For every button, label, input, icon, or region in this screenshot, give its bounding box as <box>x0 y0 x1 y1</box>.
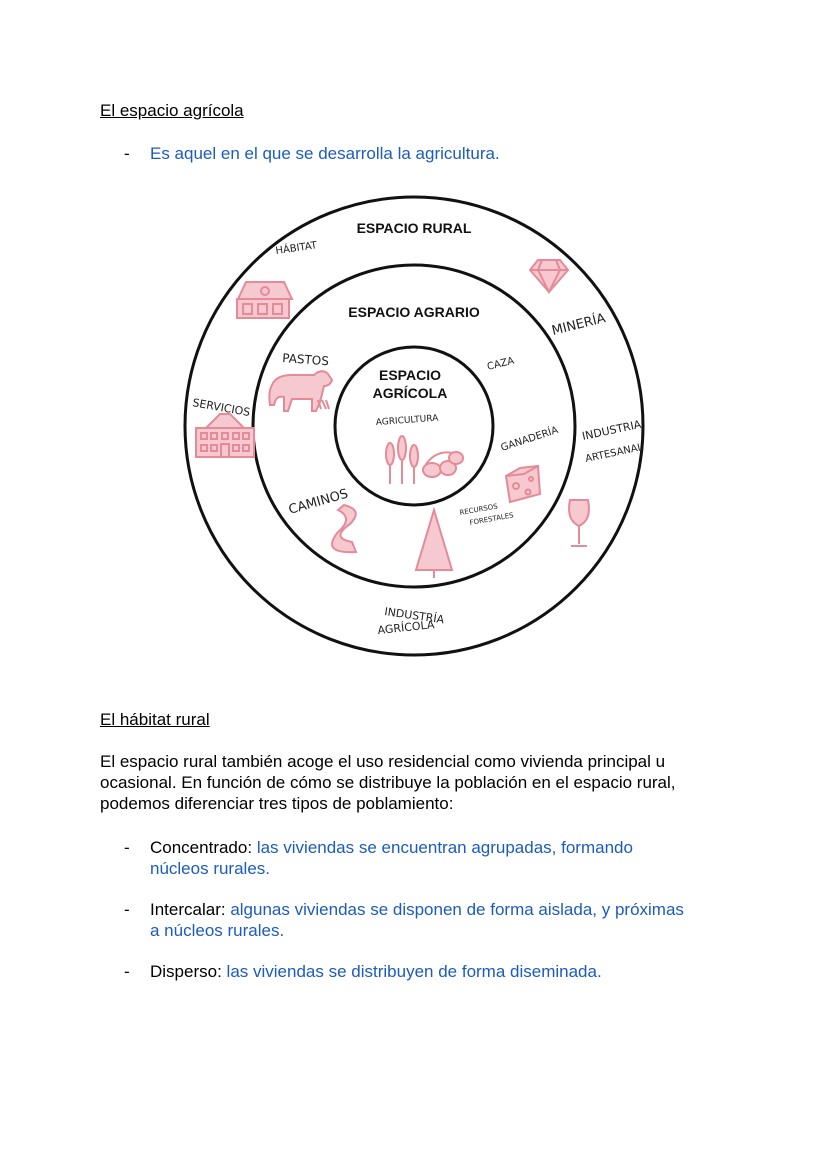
paragraph-line: ocasional. En función de cómo se distrib… <box>100 773 676 792</box>
house-icon <box>236 281 294 319</box>
bullet-dash: - <box>124 962 130 981</box>
wheat-icon <box>385 435 419 484</box>
term: Concentrado: <box>150 838 253 857</box>
paragraph-habitat: El espacio rural también acoge el uso re… <box>100 751 676 814</box>
label-pastos: PASTOS <box>282 351 330 368</box>
wine-glass-icon <box>568 499 590 547</box>
diamond-icon <box>528 259 570 295</box>
bullet-text: Es aquel en el que se desarrolla la agri… <box>150 144 500 163</box>
list-item-body: Concentrado: las viviendas se encuentran… <box>150 837 633 879</box>
road-icon <box>331 503 358 554</box>
olives-icon <box>422 451 464 478</box>
list-item-body: Intercalar: algunas viviendas se dispone… <box>150 899 684 941</box>
middle-circle-title: ESPACIO AGRARIO <box>348 304 480 320</box>
description: las viviendas se encuentran agrupadas, f… <box>256 838 633 857</box>
paragraph-line: El espacio rural también acoge el uso re… <box>100 752 666 771</box>
description-continued: a núcleos rurales. <box>150 921 285 940</box>
description-continued: núcleos rurales. <box>150 859 271 878</box>
building-icon <box>195 413 255 458</box>
inner-circle-title-1: ESPACIO <box>379 367 441 383</box>
description: las viviendas se distribuyen de forma di… <box>226 962 602 981</box>
label-industria-agricola-2: AGRÍCOLA <box>377 618 436 637</box>
list-item-body: Disperso: las viviendas se distribuyen d… <box>150 961 602 982</box>
concentric-diagram: ESPACIO RURAL ESPACIO AGRARIO ESPACIO AG… <box>183 195 645 657</box>
tree-icon <box>414 506 454 578</box>
paragraph-line: podemos diferenciar tres tipos de poblam… <box>100 794 454 813</box>
term: Intercalar: <box>150 900 226 919</box>
bullet-dash: - <box>124 144 130 163</box>
section-title-espacio-agricola: El espacio agrícola <box>100 101 244 120</box>
description: algunas viviendas se disponen de forma a… <box>230 900 684 919</box>
label-agricultura: AGRICULTURA <box>376 414 440 428</box>
bullet-dash: - <box>124 838 130 857</box>
inner-circle-title-2: AGRÍCOLA <box>373 385 448 401</box>
outer-circle-title: ESPACIO RURAL <box>357 220 472 236</box>
section-title-habitat-rural: El hábitat rural <box>100 710 210 729</box>
bullet-dash: - <box>124 900 130 919</box>
term: Disperso: <box>150 962 222 981</box>
cow-icon <box>268 370 334 412</box>
cheese-icon <box>504 464 542 504</box>
